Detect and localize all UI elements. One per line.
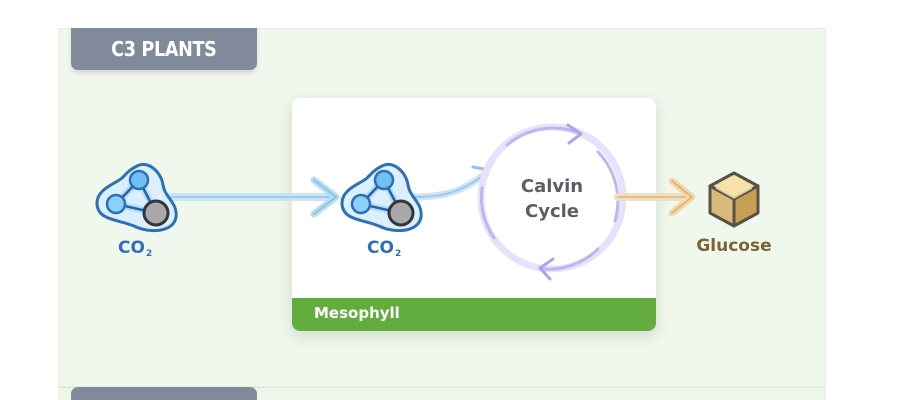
section-title: C3 PLANTS bbox=[111, 37, 217, 61]
next-section-tab bbox=[71, 387, 257, 400]
co2-subscript-outside: 2 bbox=[145, 249, 153, 259]
section-header-tab: C3 PLANTS bbox=[71, 28, 257, 70]
co2-label-inside: CO 2 bbox=[367, 238, 402, 259]
co2-entry-arrow bbox=[160, 176, 340, 218]
co2-main-text-inside: CO bbox=[367, 238, 394, 258]
mesophyll-label: Mesophyll bbox=[314, 304, 400, 322]
co2-subscript-inside: 2 bbox=[394, 249, 402, 259]
co2-molecule-icon bbox=[94, 160, 188, 236]
glucose-cube-icon bbox=[704, 170, 764, 230]
calvin-cycle-label: Calvin Cycle bbox=[504, 174, 600, 224]
glucose-label: Glucose bbox=[696, 236, 772, 256]
co2-label-outside: CO 2 bbox=[118, 238, 153, 259]
calvin-cycle-line-2: Cycle bbox=[525, 201, 579, 222]
glucose-output-arrow bbox=[614, 177, 696, 217]
calvin-cycle-line-1: Calvin bbox=[520, 176, 584, 197]
mesophyll-label-bar: Mesophyll bbox=[292, 298, 656, 331]
co2-main-text-outside: CO bbox=[118, 238, 145, 258]
co2-molecule-icon-inside bbox=[339, 160, 433, 236]
